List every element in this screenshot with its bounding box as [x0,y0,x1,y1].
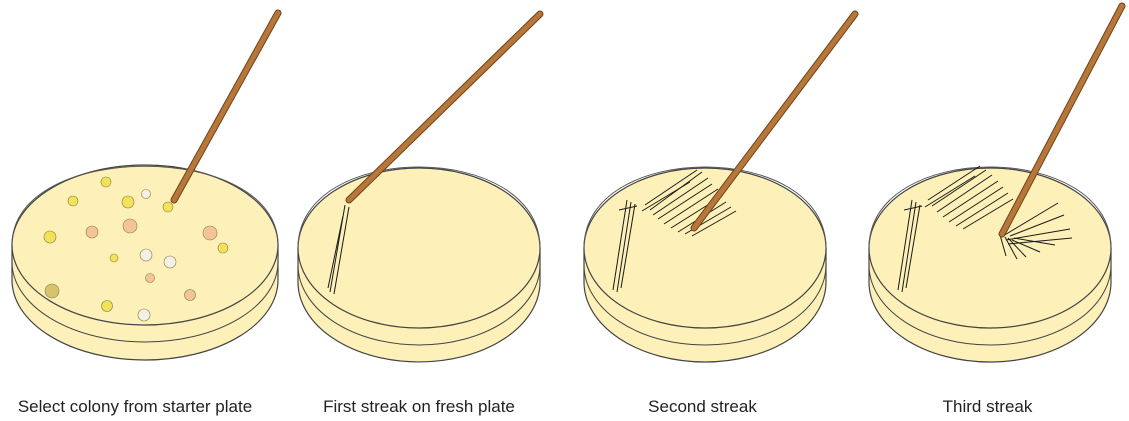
plate-2-agar [298,168,540,328]
colony [218,243,228,253]
colony [203,226,217,240]
colony [163,202,173,212]
caption-first-streak: First streak on fresh plate [298,395,540,419]
caption-starter-plate: Select colony from starter plate [0,395,270,419]
colony [140,249,152,261]
colony [123,219,137,233]
caption-third-streak: Third streak [865,395,1110,419]
inoculating-stick [174,13,278,200]
second-streak-plate [584,14,855,362]
plate-1-agar [12,165,278,325]
first-streak-plate [298,14,540,362]
third-streak-plate [869,6,1122,362]
colony [185,290,196,301]
colony [146,274,155,283]
starter-plate [12,13,278,360]
colony [68,196,78,206]
colony [110,254,118,262]
colony [86,226,98,238]
plate-3-agar [584,168,826,328]
colony [102,301,113,312]
colony [44,231,56,243]
colony [45,284,59,298]
plate-4-agar [869,168,1111,328]
colony [138,309,150,321]
colony [164,256,176,268]
colony [122,196,134,208]
colony [101,177,111,187]
colony [142,190,151,199]
caption-second-streak: Second streak [580,395,825,419]
